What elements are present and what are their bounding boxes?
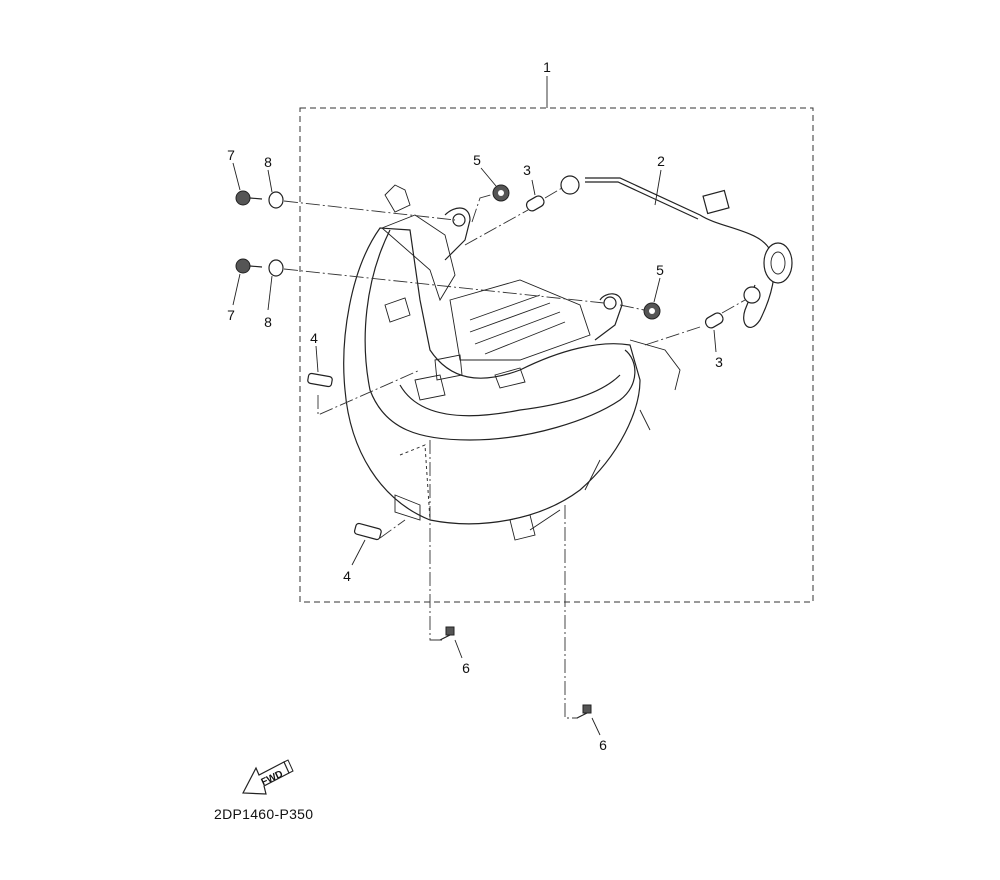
callout-7: 7 — [227, 307, 235, 323]
callout-7: 7 — [227, 147, 235, 163]
screws — [439, 626, 601, 736]
bolts-and-washers — [232, 162, 284, 311]
pads — [307, 345, 382, 566]
callout-5: 5 — [656, 262, 664, 278]
callout-3: 3 — [523, 162, 531, 178]
callout-labels: 1 2 3 3 4 4 5 5 6 6 7 7 8 8 — [227, 59, 723, 753]
callout-3: 3 — [715, 354, 723, 370]
callout-1: 1 — [543, 59, 551, 75]
alignment-lines — [283, 187, 746, 719]
fwd-arrow-icon: FWD — [242, 759, 294, 795]
callout-2: 2 — [657, 153, 665, 169]
fwd-label: FWD — [260, 769, 285, 789]
callout-6: 6 — [599, 737, 607, 753]
headlight-unit — [343, 184, 681, 541]
callout-4: 4 — [343, 568, 351, 584]
callout-5: 5 — [473, 152, 481, 168]
callout-8: 8 — [264, 154, 272, 170]
grommets — [480, 167, 661, 320]
callout-4: 4 — [310, 330, 318, 346]
bulbs — [525, 179, 724, 353]
callout-6: 6 — [462, 660, 470, 676]
wiring-harness — [560, 169, 793, 328]
drawing-code: 2DP1460-P350 — [214, 806, 314, 822]
callout-8: 8 — [264, 314, 272, 330]
assembly-boundary — [299, 107, 814, 603]
